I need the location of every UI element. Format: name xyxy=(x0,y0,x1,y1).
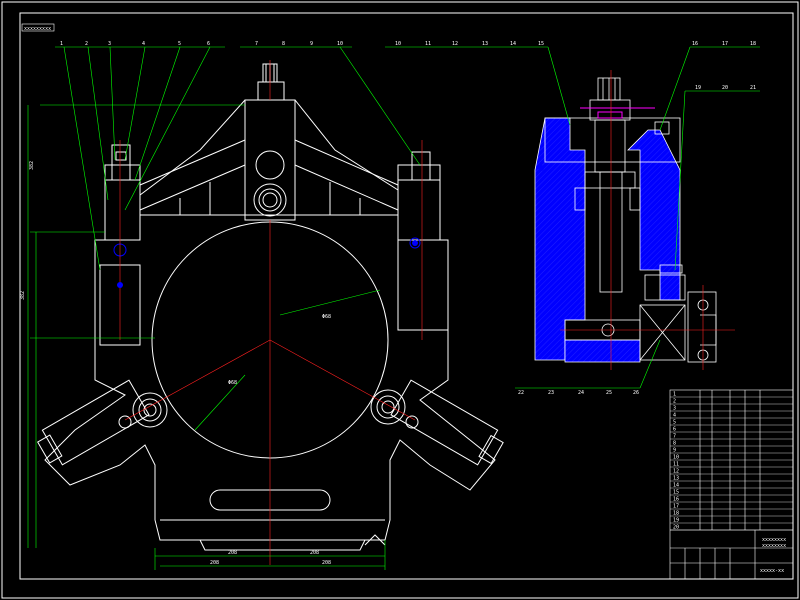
callout-left-6: 6 xyxy=(207,41,210,47)
bom-row-index: 12 xyxy=(673,469,679,475)
title-name-1: xxxxxxxx xyxy=(762,537,786,543)
callout-left-8: 8 xyxy=(282,41,285,47)
dim-left-1: 382 xyxy=(20,291,26,300)
callout-left-5: 5 xyxy=(178,41,181,47)
dim-bottom-4: 208 xyxy=(322,560,331,566)
callout-rb-22: 22 xyxy=(518,390,524,396)
bom-row-index: 6 xyxy=(673,427,676,433)
bom-row-index: 3 xyxy=(673,406,676,412)
callout-left-4: 4 xyxy=(142,41,145,47)
right-leaders xyxy=(385,46,760,389)
callout-right-17: 17 xyxy=(722,41,728,47)
bom-row-index: 13 xyxy=(673,476,679,482)
callout-right-11: 11 xyxy=(425,41,431,47)
bom-row-index: 19 xyxy=(673,518,679,524)
title-block xyxy=(669,389,794,580)
section-hatch-right xyxy=(627,129,681,301)
callout-left-1: 1 xyxy=(60,41,63,47)
bom-row-index: 2 xyxy=(673,399,676,405)
drawing-number: xxxxx-xx xyxy=(760,568,784,574)
bom-row-index: 14 xyxy=(673,483,679,489)
callout-left-2: 2 xyxy=(85,41,88,47)
bom-row-index: 11 xyxy=(673,462,679,468)
callout-right-14: 14 xyxy=(510,41,516,47)
bom-row-index: 8 xyxy=(673,441,676,447)
front-view-blue xyxy=(117,240,418,288)
callout-right-16: 16 xyxy=(692,41,698,47)
section-hatch-base xyxy=(564,339,641,363)
callout-left-9: 9 xyxy=(310,41,313,47)
bom-row-index: 18 xyxy=(673,511,679,517)
dim-bottom-2: 208 xyxy=(310,550,319,556)
bom-row-index: 20 xyxy=(673,525,679,531)
title-tag-text: xxxxxxxxx xyxy=(24,26,51,32)
title-block-text: xxxxxxxx xxxxxxxx xxxxx-xx xyxy=(760,537,786,574)
bom-row-index: 17 xyxy=(673,504,679,510)
front-dimension-labels: 208 208 208 208 382 382 Φ68 Φ68 xyxy=(20,161,331,566)
dim-bottom-1: 208 xyxy=(228,550,237,556)
front-view xyxy=(37,63,504,551)
bom-row-index: 15 xyxy=(673,490,679,496)
left-callouts: 1 2 3 4 5 6 7 8 9 10 xyxy=(60,41,343,47)
bom-row-index: 16 xyxy=(673,497,679,503)
center-lines xyxy=(119,60,423,565)
right-callouts: 10 11 12 13 14 15 16 17 18 19 20 21 22 2… xyxy=(395,41,756,396)
section-hatch-body xyxy=(534,117,586,361)
bom-row-index: 7 xyxy=(673,434,676,440)
title-tag: xxxxxxxxx xyxy=(21,23,55,32)
bom-row-index: 4 xyxy=(673,413,676,419)
title-name-2: xxxxxxxx xyxy=(762,543,786,549)
top-post xyxy=(244,99,296,221)
bom-row-index: 5 xyxy=(673,420,676,426)
callout-rb-26: 26 xyxy=(633,390,639,396)
left-leaders xyxy=(55,46,421,271)
callout-right-15: 15 xyxy=(538,41,544,47)
callout-right-12: 12 xyxy=(452,41,458,47)
callout-right-19: 19 xyxy=(695,85,701,91)
dim-inner-1: Φ68 xyxy=(322,314,331,320)
bom-row-index: 10 xyxy=(673,455,679,461)
callout-right-13: 13 xyxy=(482,41,488,47)
bom-row-index: 1 xyxy=(673,392,676,398)
callout-rb-25: 25 xyxy=(606,390,612,396)
callout-right-10: 10 xyxy=(395,41,401,47)
callout-rb-24: 24 xyxy=(578,390,584,396)
bom-row-index: 9 xyxy=(673,448,676,454)
body-outline xyxy=(44,99,496,541)
dim-left-2: 382 xyxy=(29,161,35,170)
callout-left-3: 3 xyxy=(108,41,111,47)
inner-frame xyxy=(19,12,794,580)
callout-left-7: 7 xyxy=(255,41,258,47)
callout-rb-23: 23 xyxy=(548,390,554,396)
section-view xyxy=(534,70,735,370)
callout-right-18: 18 xyxy=(750,41,756,47)
callout-right-21: 21 xyxy=(750,85,756,91)
callout-left-10: 10 xyxy=(337,41,343,47)
dim-bottom-3: 208 xyxy=(210,560,219,566)
front-dimensions xyxy=(27,104,386,570)
dim-inner-2: Φ68 xyxy=(228,380,237,386)
callout-right-20: 20 xyxy=(722,85,728,91)
